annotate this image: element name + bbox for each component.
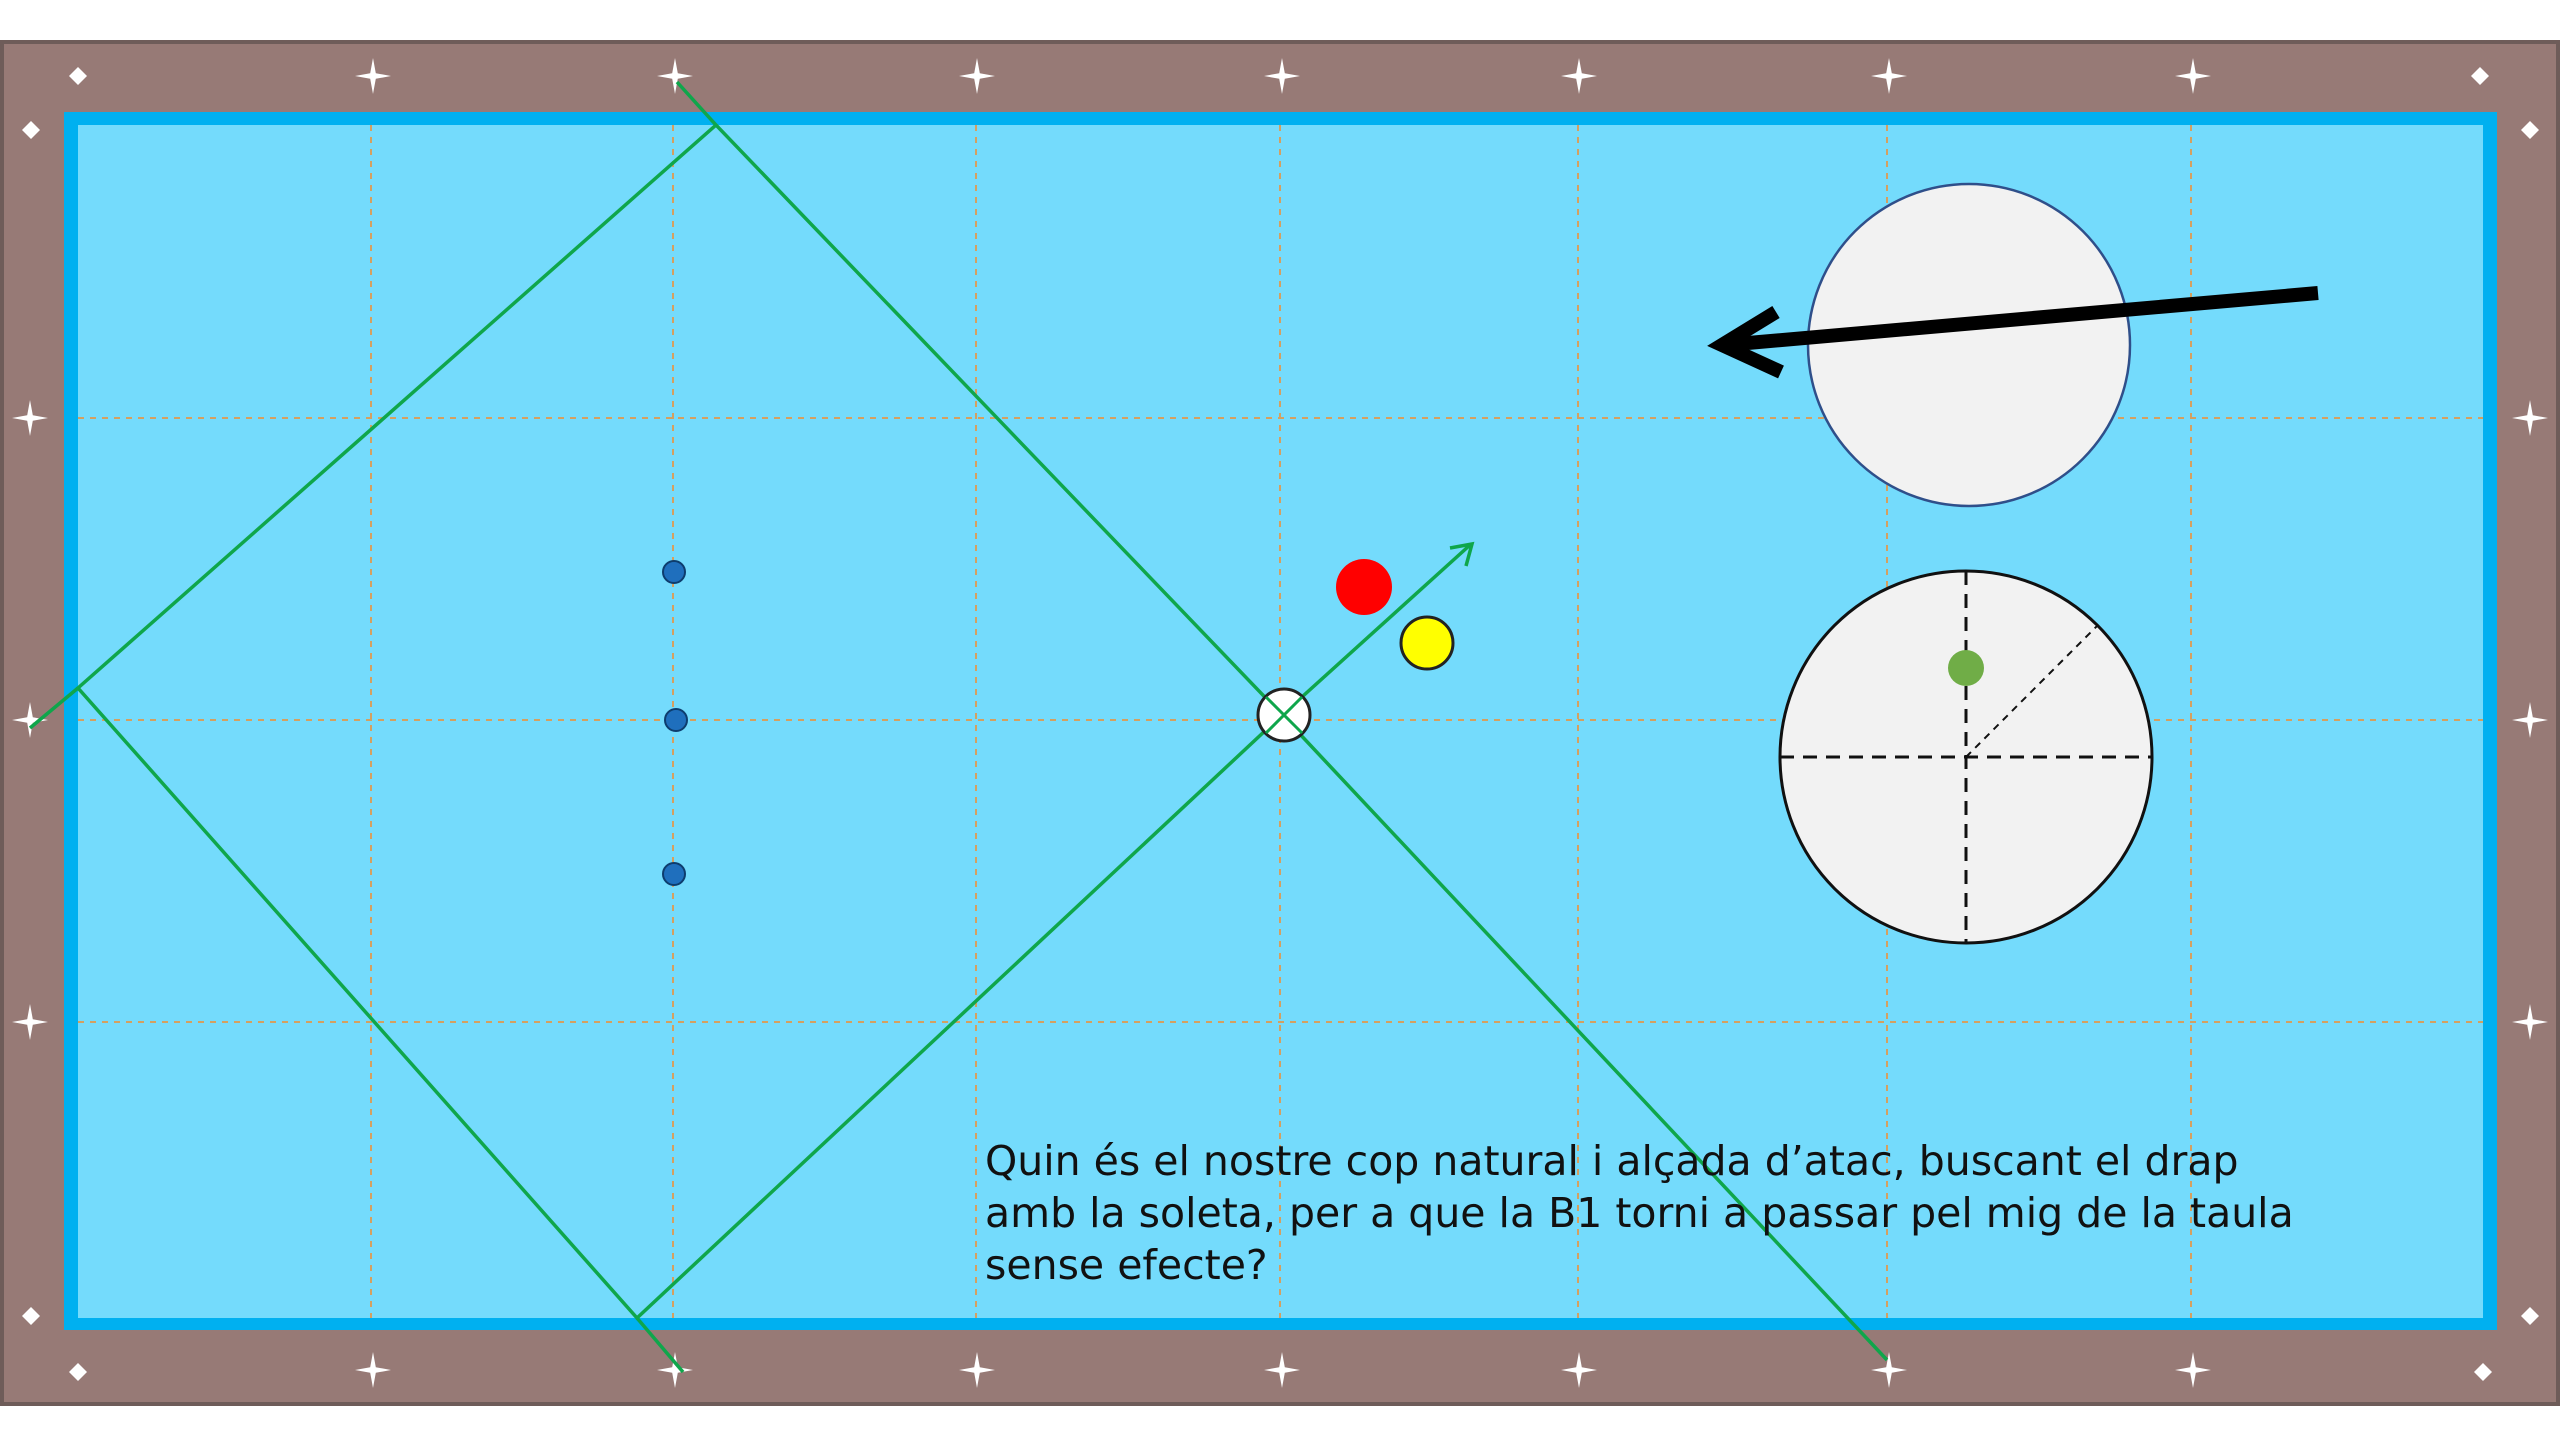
diamond-icon xyxy=(22,121,40,139)
cue-direction-circle xyxy=(1806,182,2132,508)
trajectory-arrowhead xyxy=(1449,541,1475,567)
spin-diagram xyxy=(1778,569,2154,945)
four-point-star-icon xyxy=(2175,58,2211,94)
four-point-star-icon xyxy=(2512,702,2548,738)
diamond-icon xyxy=(2521,121,2539,139)
four-point-star-icon xyxy=(1871,58,1907,94)
four-point-star-icon xyxy=(355,58,391,94)
question-line-1: Quin és el nostre cop natural i alçada d… xyxy=(985,1137,2239,1185)
cue-ball-cross-b xyxy=(1264,695,1304,735)
four-point-star-icon xyxy=(2175,1352,2211,1388)
question-text: Quin és el nostre cop natural i alçada d… xyxy=(985,1135,2435,1291)
yellow-ball xyxy=(1399,615,1455,671)
trajectory-rail-exit xyxy=(28,686,80,730)
diamond-icon xyxy=(2474,1363,2492,1381)
four-point-star-icon xyxy=(1264,58,1300,94)
arrow-left-icon xyxy=(1707,306,1784,379)
four-point-star-icon xyxy=(2512,400,2548,436)
four-point-star-icon xyxy=(657,1352,693,1388)
trajectory-lines xyxy=(28,80,1889,1374)
marker-ball-middle xyxy=(664,708,688,732)
question-line-2: amb la soleta, per a que la B1 torni a p… xyxy=(985,1189,2294,1237)
four-point-star-icon xyxy=(2512,1004,2548,1040)
trajectory-rail-entry xyxy=(635,1316,685,1374)
four-point-star-icon xyxy=(959,58,995,94)
diamond-icon xyxy=(69,67,87,85)
marker-ball-bottom xyxy=(662,862,686,886)
spin-axis-diagonal xyxy=(1965,624,2099,758)
trajectory-path-main xyxy=(675,80,1889,1362)
diamond-icon xyxy=(69,1363,87,1381)
diamond-icon xyxy=(22,1307,40,1325)
four-point-star-icon xyxy=(1264,1352,1300,1388)
red-ball xyxy=(1336,559,1392,615)
four-point-star-icon xyxy=(355,1352,391,1388)
direction-arrow-icon xyxy=(1724,286,2319,352)
diamond-icon xyxy=(2471,67,2489,85)
four-point-star-icon xyxy=(1871,1352,1907,1388)
four-point-star-icon xyxy=(12,702,48,738)
diamond-icon xyxy=(2521,1307,2539,1325)
rail-markers xyxy=(12,58,2548,1388)
four-point-star-icon xyxy=(12,1004,48,1040)
four-point-star-icon xyxy=(657,58,693,94)
four-point-star-icon xyxy=(959,1352,995,1388)
four-point-star-icon xyxy=(1561,1352,1597,1388)
marker-ball-top xyxy=(662,560,686,584)
spin-contact-dot xyxy=(1948,650,1984,686)
four-point-star-icon xyxy=(1561,58,1597,94)
four-point-star-icon xyxy=(12,400,48,436)
question-line-3: sense efecte? xyxy=(985,1241,1268,1289)
